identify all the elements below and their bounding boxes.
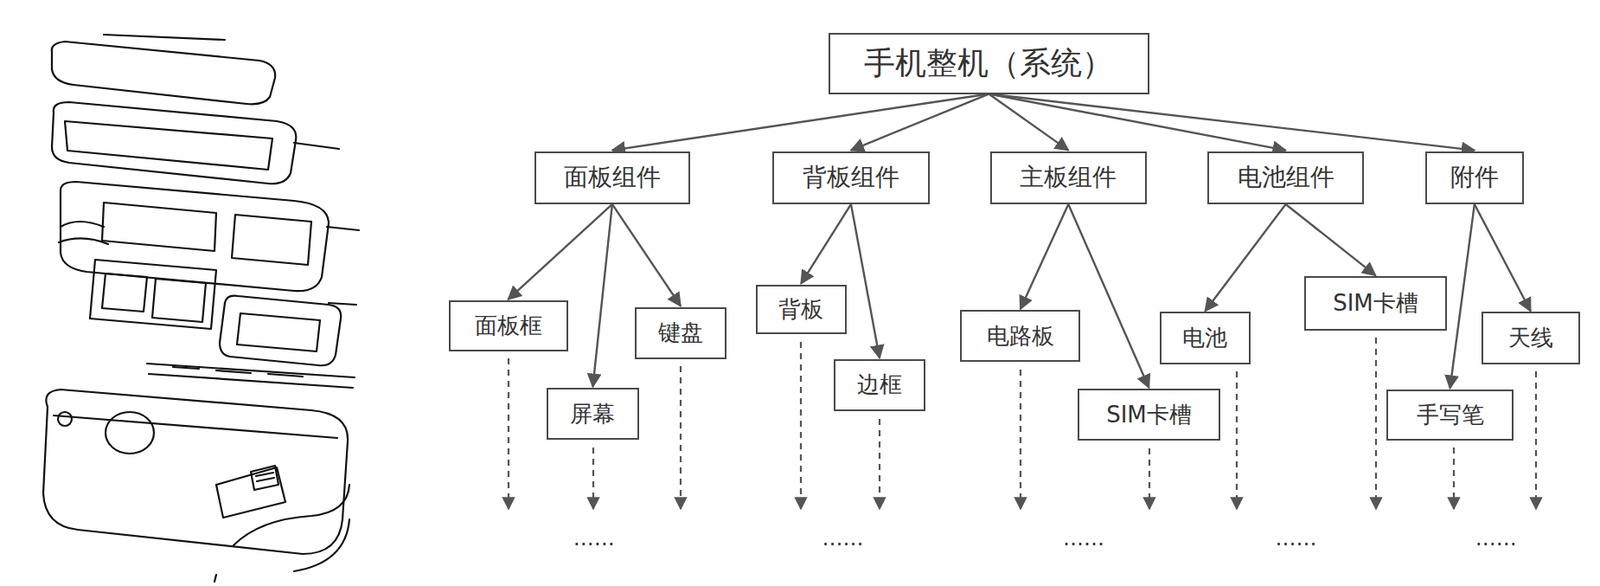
component-box: SIM卡槽 — [1077, 388, 1221, 441]
component-box: 面板组件 — [534, 151, 692, 205]
tree-connector — [1474, 204, 1531, 311]
component-box: 电池 — [1159, 311, 1251, 364]
component-box: 背板组件 — [772, 151, 930, 205]
component-box: SIM卡槽 — [1304, 275, 1447, 331]
component-box: 主板组件 — [990, 151, 1147, 205]
box-label: 天线 — [1508, 325, 1554, 351]
component-box: 电路板 — [960, 309, 1081, 362]
component-box: 天线 — [1481, 311, 1581, 364]
box-label: 主板组件 — [1019, 164, 1117, 192]
tree-connector — [612, 94, 989, 151]
tree-connector — [800, 204, 852, 284]
component-box: 边框 — [833, 358, 926, 411]
ellipsis-label: …… — [1475, 525, 1517, 551]
box-label: 键盘 — [658, 320, 704, 346]
tree-connector — [1450, 204, 1475, 389]
ellipsis-label: …… — [1062, 525, 1105, 551]
box-label: 背板 — [778, 296, 824, 322]
tree-connector — [592, 204, 612, 387]
box-label: SIM卡槽 — [1106, 402, 1192, 428]
box-label: 电池组件 — [1237, 164, 1335, 192]
box-label: 面板框 — [474, 313, 543, 339]
tree-connector — [1020, 204, 1069, 309]
box-label: 手写笔 — [1416, 402, 1485, 428]
ellipsis-label: …… — [1274, 525, 1317, 551]
component-box: 键盘 — [634, 307, 727, 359]
component-box: 屏幕 — [546, 387, 639, 440]
ellipsis-label: …… — [573, 525, 615, 551]
tree-connector — [1286, 204, 1376, 276]
ellipsis-label: …… — [822, 525, 864, 551]
box-label: 边框 — [857, 371, 903, 397]
box-label: 电路板 — [986, 323, 1055, 349]
box-label: 面板组件 — [563, 164, 661, 192]
root-box: 手机整机（系统） — [828, 32, 1149, 95]
component-box: 背板 — [755, 284, 847, 335]
component-box: 手写笔 — [1386, 389, 1513, 441]
component-box: 附件 — [1425, 151, 1524, 205]
box-label: 附件 — [1450, 164, 1499, 192]
component-box: 电池组件 — [1207, 151, 1364, 205]
box-label: 手机整机（系统） — [864, 45, 1114, 81]
tree-connector — [988, 94, 1475, 151]
tree-connector — [851, 204, 880, 359]
tree-connector — [508, 204, 613, 300]
tree-connector — [1204, 204, 1286, 311]
box-label: SIM卡槽 — [1332, 290, 1419, 316]
box-label: 电池 — [1182, 325, 1228, 351]
component-box: 面板框 — [448, 300, 569, 352]
tree-connector — [612, 204, 681, 307]
box-label: 背板组件 — [802, 164, 900, 192]
box-label: 屏幕 — [569, 401, 615, 427]
tree-connector — [851, 94, 989, 151]
tree-connector — [988, 94, 1286, 151]
